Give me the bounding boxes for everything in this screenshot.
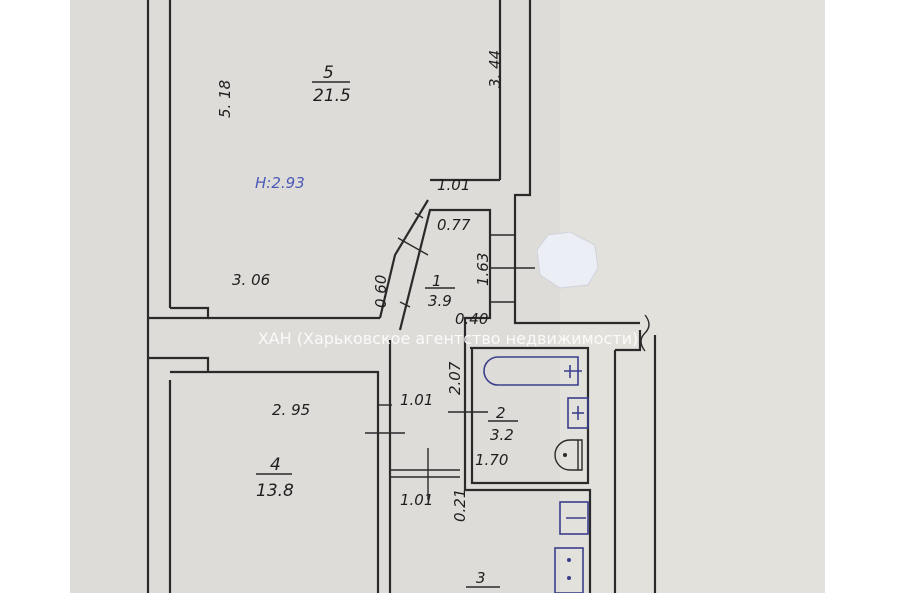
dim-room4-width: 2. 95 — [272, 401, 310, 419]
svg-text:5: 5 — [323, 63, 334, 83]
dim-hall-diagonal: 0.60 — [372, 275, 390, 308]
room-2-label: 2 3.2 — [488, 404, 518, 444]
room-5-label: 5 21.5 — [312, 63, 351, 106]
svg-text:3: 3 — [476, 569, 486, 587]
walls — [146, 0, 657, 593]
room-1-label: 1 3.9 — [425, 272, 455, 310]
dim-hall-bottom: 0.40 — [455, 310, 488, 328]
room-3-label: 3 — [466, 569, 500, 588]
svg-text:4: 4 — [270, 455, 281, 475]
dim-corridor-lower: 1.01 — [400, 491, 433, 509]
kitchen-sink-icon — [559, 501, 589, 535]
bathtub-icon — [483, 356, 582, 386]
dim-bath-height: 2.07 — [446, 361, 464, 395]
svg-text:21.5: 21.5 — [313, 86, 351, 106]
svg-text:3.2: 3.2 — [490, 426, 514, 444]
toilet-icon — [554, 439, 583, 471]
svg-text:1: 1 — [432, 272, 442, 290]
dim-bath-width: 1.70 — [475, 451, 508, 469]
dim-room5-width: 3. 06 — [232, 271, 270, 289]
stove-icon — [554, 547, 584, 593]
dim-corridor-width: 1.01 — [400, 391, 433, 409]
dim-room5-length: 5. 18 — [216, 80, 234, 118]
svg-text:3.9: 3.9 — [428, 292, 452, 310]
watermark: ХАН (Харьковское агентство недвижимости) — [258, 329, 639, 348]
room-4-label: 4 13.8 — [256, 455, 294, 501]
dim-hall-side: 1.63 — [474, 253, 492, 286]
dim-hall-inner: 0.77 — [437, 216, 471, 234]
dim-room5-right: 3. 44 — [486, 50, 504, 88]
paper-sticker — [536, 231, 599, 289]
sink-icon — [567, 397, 589, 429]
dim-hall-top: 1.01 — [437, 176, 470, 194]
dim-wall-gap: 0.21 — [451, 489, 469, 522]
svg-text:2: 2 — [496, 404, 506, 422]
ceiling-height: H:2.93 — [255, 174, 305, 192]
svg-text:13.8: 13.8 — [256, 481, 294, 501]
